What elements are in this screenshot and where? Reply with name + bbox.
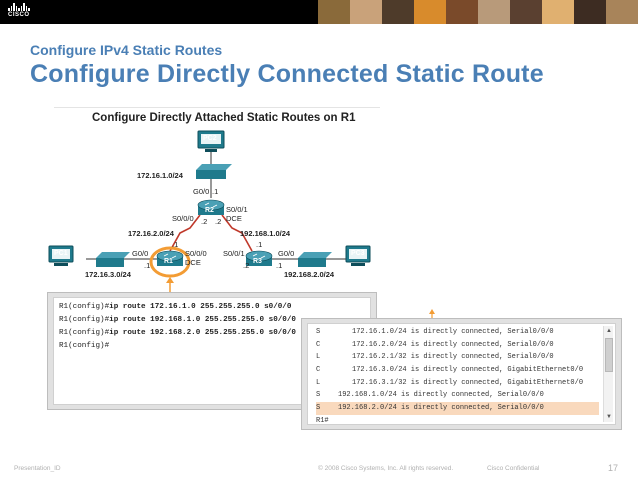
serial-link-r1-r2 [169, 214, 201, 252]
r2-g-host: .1 [212, 187, 219, 196]
scroll-up-arrow-icon[interactable]: ▲ [606, 328, 612, 334]
footer-copyright: © 2008 Cisco Systems, Inc. All rights re… [318, 465, 454, 472]
footer-presentation-id: Presentation_ID [14, 465, 61, 472]
r1-router-icon [149, 246, 191, 278]
r3-label: R3 [253, 258, 262, 265]
cli-line: R1(config)#ip route 192.168.2.0 255.255.… [59, 329, 296, 337]
banner-photo-strip [318, 0, 638, 24]
r3-router-icon [245, 250, 273, 266]
r3-g-label: G0/0 [278, 249, 295, 258]
pc3-icon [345, 245, 371, 266]
cisco-logo: CISCO [8, 3, 38, 21]
net-label-pc1: 172.16.3.0/24 [85, 270, 131, 279]
route-table-scrollbar[interactable]: ▲ ▼ [603, 326, 613, 422]
slide-subtitle: Configure IPv4 Static Routes [30, 42, 223, 58]
pc1-icon [48, 245, 74, 266]
r2-s1-label: S0/0/1 [226, 205, 248, 214]
topology-title: Configure Directly Attached Static Route… [92, 112, 356, 124]
r1-label: R1 [164, 258, 173, 265]
slide-title: Configure Directly Connected Static Rout… [30, 60, 544, 88]
switch-right-icon [298, 252, 332, 267]
r3-g-host: .1 [276, 261, 283, 270]
r3-s-host: .2 [243, 261, 250, 270]
route-prompt: R1# [316, 416, 329, 425]
switch-top-icon [196, 164, 232, 179]
r2-s0-host: .2 [201, 217, 208, 226]
switch-left-icon [96, 252, 130, 267]
pc3-label: PC3 [351, 250, 365, 257]
r2-g-label: G0/0 [193, 187, 210, 196]
net-label-r2r3: 192.168.1.0/24 [240, 229, 291, 238]
scroll-thumb[interactable] [605, 338, 613, 372]
header-banner: CISCO [0, 0, 638, 24]
scroll-down-arrow-icon[interactable]: ▼ [606, 414, 612, 420]
r2-s1-host: .2 [215, 217, 222, 226]
r2-label: R2 [205, 207, 214, 214]
pc1-label: PC1 [54, 250, 68, 257]
net-label-r1r2: 172.16.2.0/24 [128, 229, 174, 238]
r2-dce-label: DCE [226, 214, 242, 223]
r3-up-host: .1 [256, 240, 263, 249]
r2-router-icon [197, 199, 225, 215]
cli-line: R1(config)#ip route 172.16.1.0 255.255.2… [59, 303, 292, 311]
r1-s-label: S0/0/0 [185, 249, 207, 258]
r2-s0-label: S0/0/0 [172, 214, 194, 223]
route-table-pointer-head [429, 309, 435, 314]
cli-line: R1(config)# [59, 342, 110, 350]
r3-s-label: S0/0/1 [223, 249, 245, 258]
r1-g-host: .1 [144, 261, 151, 270]
page-number: 17 [608, 463, 619, 473]
r1-pointer-arrowhead [166, 277, 174, 283]
divider [54, 107, 380, 108]
net-label-pc2: 172.16.1.0/24 [137, 171, 183, 180]
serial-link-r2-r3 [221, 214, 253, 252]
footer-confidential: Cisco Confidential [487, 465, 540, 472]
net-label-pc3: 192.168.2.0/24 [284, 270, 335, 279]
r1-up-host: .1 [172, 240, 179, 249]
pc2-label: PC2 [203, 135, 217, 142]
r1-dce-label: DCE [185, 258, 201, 267]
pc2-icon [197, 130, 225, 152]
r1-g-label: G0/0 [132, 249, 149, 258]
cli-line: R1(config)#ip route 192.168.1.0 255.255.… [59, 316, 296, 324]
